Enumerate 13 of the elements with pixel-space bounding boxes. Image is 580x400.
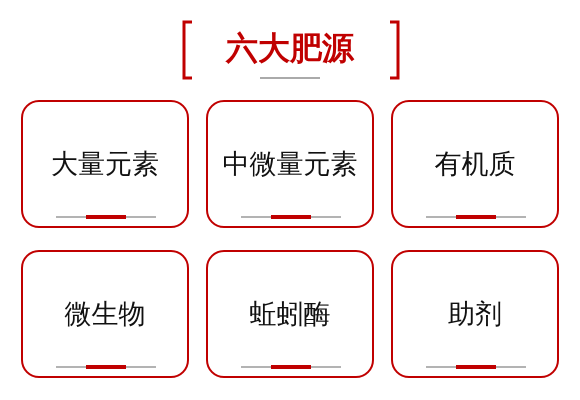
card-label: 中微量元素	[222, 148, 358, 182]
category-card	[391, 100, 559, 228]
title: 六大肥源	[224, 28, 356, 69]
category-card	[391, 250, 559, 378]
category-card	[21, 250, 189, 378]
card-label: 助剂	[447, 298, 503, 332]
card-label: 大量元素	[50, 148, 160, 182]
category-card	[21, 100, 189, 228]
card-label: 微生物	[64, 298, 146, 332]
card-label: 蚯蚓酶	[248, 298, 332, 332]
category-card	[206, 250, 374, 378]
card-label: 有机质	[434, 148, 516, 182]
category-card	[206, 100, 374, 228]
